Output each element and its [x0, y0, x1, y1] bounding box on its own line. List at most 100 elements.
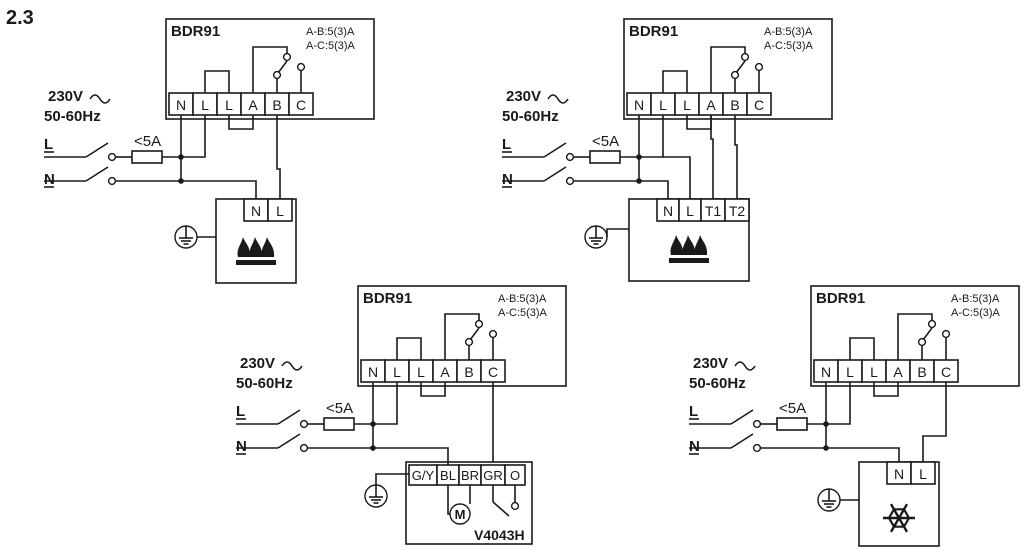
- fuse-rating: <5A: [326, 400, 353, 417]
- line-label: L: [236, 403, 245, 420]
- fuse-rating: <5A: [592, 133, 619, 150]
- wire-live: [393, 382, 398, 425]
- junction-dot: [636, 154, 642, 160]
- wire-link-la: [873, 382, 899, 397]
- ac-symbol: [281, 361, 303, 371]
- rating-ac: A-C:5(3)A: [951, 307, 1001, 319]
- switch-blade: [543, 142, 567, 158]
- wire-link-la: [420, 382, 446, 397]
- rating-ab: A-B:5(3)A: [306, 26, 355, 38]
- device-terminal-label: N: [894, 466, 904, 482]
- relay-terminal-label: L: [201, 97, 209, 113]
- snowflake-icon: [883, 503, 915, 533]
- contact-terminal: [474, 319, 484, 329]
- internal-link: [849, 337, 875, 360]
- junction-dot: [178, 154, 184, 160]
- contact-terminal: [752, 443, 762, 453]
- relay-terminal-label: C: [754, 97, 764, 113]
- flame-icon: [236, 237, 276, 265]
- earth-icon: [584, 225, 608, 249]
- contact-terminal: [299, 443, 309, 453]
- relay-terminal-label: N: [634, 97, 644, 113]
- device-terminal-label: L: [276, 203, 284, 219]
- relay-terminal-label: L: [870, 364, 878, 380]
- contact-common: [444, 313, 480, 360]
- ac-symbol: [89, 94, 111, 104]
- rating-ab: A-B:5(3)A: [764, 26, 813, 38]
- device-terminal-label: N: [251, 203, 261, 219]
- fuse: [131, 150, 163, 164]
- supply-frequency: 50-60Hz: [44, 108, 101, 125]
- relay-terminal-label: L: [846, 364, 854, 380]
- neutral-label: N: [502, 171, 513, 188]
- rating-ac: A-C:5(3)A: [764, 40, 814, 52]
- switch-blade: [85, 142, 109, 158]
- switch-blade: [543, 166, 567, 182]
- device-terminal-label: GR: [483, 468, 503, 483]
- relay-terminal-label: B: [917, 364, 926, 380]
- fuse: [589, 150, 621, 164]
- wire-neutral-device: [373, 447, 449, 465]
- wire-t2: [734, 115, 738, 199]
- wire-t1: [710, 115, 714, 199]
- rating-ac: A-C:5(3)A: [498, 307, 548, 319]
- neutral-label: N: [236, 438, 247, 455]
- neutral-label: N: [689, 438, 700, 455]
- earth-icon: [174, 225, 198, 249]
- supply-voltage: 230V: [506, 88, 541, 105]
- supply-frequency: 50-60Hz: [236, 375, 293, 392]
- relay-terminal-label: B: [464, 364, 473, 380]
- relay-terminal-label: A: [440, 364, 450, 380]
- ac-symbol: [734, 361, 756, 371]
- switch-blade: [85, 166, 109, 182]
- flame-icon: [669, 235, 709, 263]
- device-terminal-label: L: [919, 466, 927, 482]
- motor-label: M: [455, 507, 466, 522]
- relay-terminal-label: N: [368, 364, 378, 380]
- relay-title: BDR91: [816, 290, 865, 307]
- relay-title: BDR91: [363, 290, 412, 307]
- contact-terminal: [296, 62, 306, 72]
- valve-model: V4043H: [474, 527, 525, 543]
- wire-earth: [606, 228, 629, 237]
- relay-terminal-label: A: [706, 97, 716, 113]
- contact-terminal: [299, 419, 309, 429]
- device-terminal-label: O: [510, 468, 520, 483]
- contact-terminal: [927, 319, 937, 329]
- wire-switched: [276, 115, 281, 199]
- switch-blade: [277, 433, 301, 449]
- wire-neutral-device: [826, 447, 900, 462]
- rating-ab: A-B:5(3)A: [498, 293, 547, 305]
- switch-blade: [277, 409, 301, 425]
- internal-link: [396, 337, 422, 360]
- relay-terminal-label: B: [272, 97, 281, 113]
- contact-terminal: [730, 70, 740, 80]
- line-label: L: [44, 136, 53, 153]
- relay-terminal-label: B: [730, 97, 739, 113]
- contact-terminal: [488, 329, 498, 339]
- contact-terminal: [565, 152, 575, 162]
- supply-frequency: 50-60Hz: [502, 108, 559, 125]
- relay-title: BDR91: [629, 23, 678, 40]
- relay-terminal-label: L: [683, 97, 691, 113]
- device-terminal-label: L: [686, 203, 694, 219]
- supply-voltage: 230V: [693, 355, 728, 372]
- wire-earth: [375, 473, 409, 485]
- relay-terminal-label: L: [393, 364, 401, 380]
- rating-ac: A-C:5(3)A: [306, 40, 356, 52]
- internal-switch: [492, 501, 510, 517]
- device-terminal-label: BL: [440, 468, 456, 483]
- relay-terminal-label: A: [893, 364, 903, 380]
- contact-common: [897, 313, 933, 360]
- relay-terminal-label: A: [248, 97, 258, 113]
- contact-terminal: [464, 337, 474, 347]
- ac-symbol: [547, 94, 569, 104]
- contact-terminal: [752, 419, 762, 429]
- wire-neutral-device: [639, 180, 669, 199]
- contact-terminal: [754, 62, 764, 72]
- junction-dot: [370, 421, 376, 427]
